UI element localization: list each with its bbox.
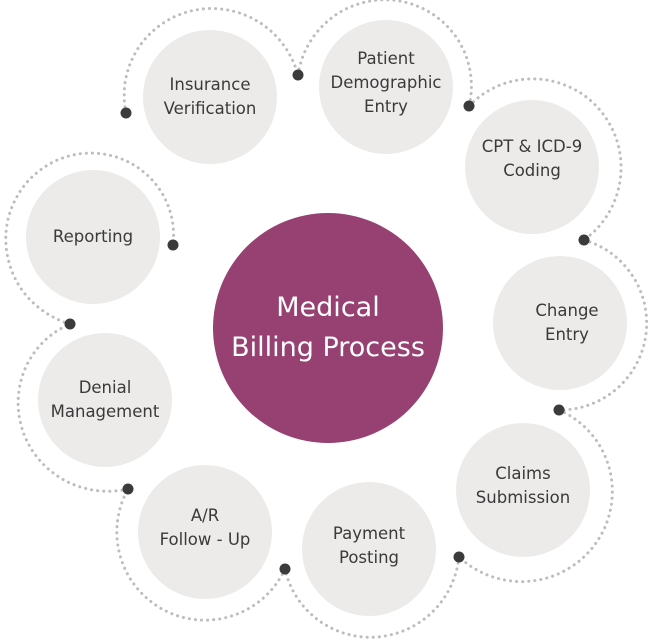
center-title: Medical Billing Process (213, 213, 443, 443)
dotted-arc (122, 7, 300, 115)
dotted-arc (283, 555, 461, 639)
connector-dot (292, 69, 304, 81)
dotted-arc (115, 487, 287, 622)
connector-dot (122, 483, 134, 495)
step-change-entry: Change Entry (493, 256, 627, 390)
connector-dot (453, 551, 465, 563)
connector-dot (463, 100, 475, 112)
connector-dot (120, 107, 132, 119)
connector-dot (279, 563, 291, 575)
connector-dot (578, 234, 590, 246)
step-payment-posting: Payment Posting (302, 482, 436, 616)
dotted-arc (296, 0, 473, 108)
step-cpt-icd9-coding: CPT & ICD-9 Coding (465, 100, 599, 234)
step-patient-demographic-entry: Patient Demographic Entry (319, 20, 453, 154)
connector-dot (553, 404, 565, 416)
connector-dot (167, 239, 179, 251)
step-insurance-verification: Insurance Verification (143, 30, 277, 164)
connector-dot (64, 318, 76, 330)
step-reporting: Reporting (26, 170, 160, 304)
dotted-arc (467, 77, 623, 242)
step-claims-submission: Claims Submission (456, 423, 590, 557)
step-ar-follow-up: A/R Follow - Up (138, 465, 272, 599)
step-denial-management: Denial Management (38, 333, 172, 467)
dotted-arc (16, 322, 130, 493)
dotted-arc (557, 238, 649, 412)
dotted-arc (4, 151, 176, 326)
